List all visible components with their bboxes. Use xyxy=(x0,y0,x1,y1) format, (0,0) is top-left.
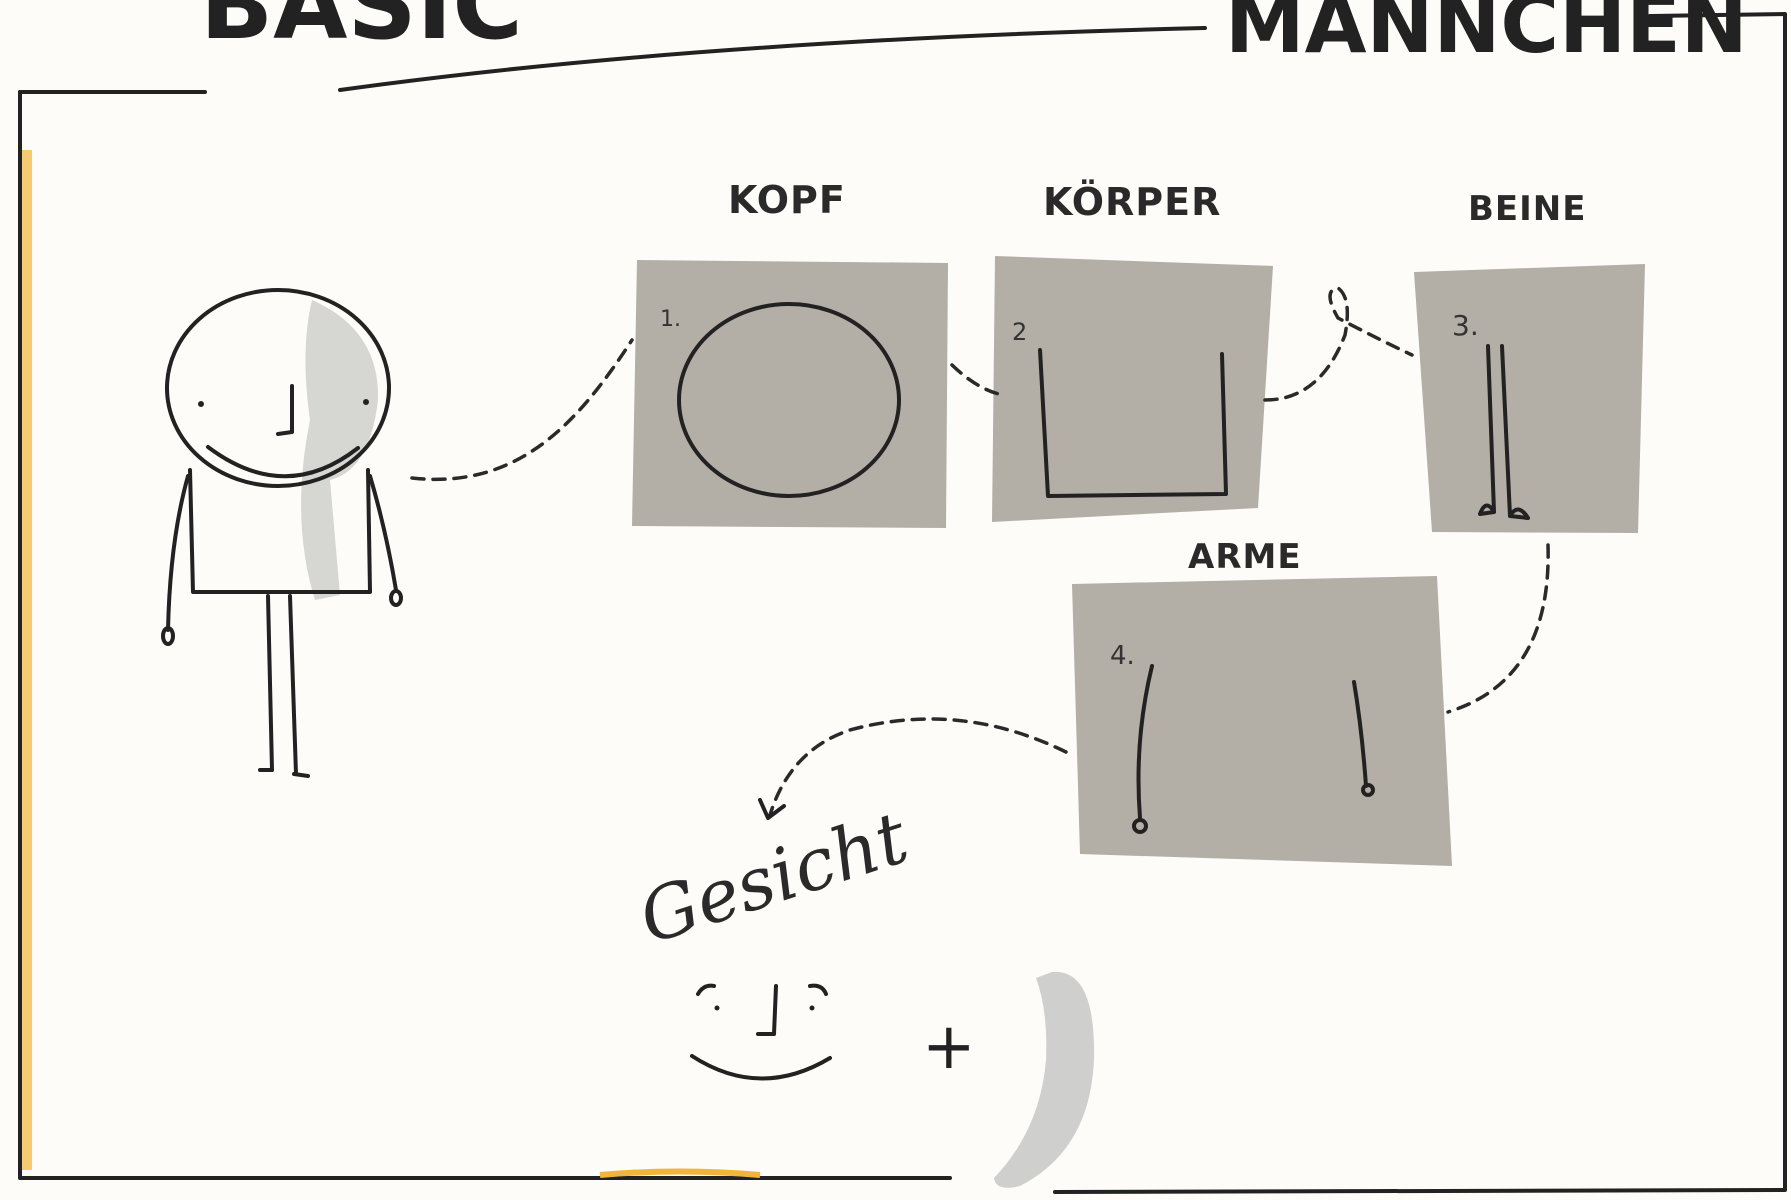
arms-shape xyxy=(1136,664,1368,820)
connector-lines xyxy=(410,286,1550,820)
step-number-1: 1. xyxy=(660,307,681,332)
step-label-kopf: KOPF xyxy=(728,178,846,222)
face-example xyxy=(690,983,832,1081)
title-left: BASIC xyxy=(200,0,523,61)
step-label-beine: BEINE xyxy=(1468,189,1586,229)
panel-koerper: 2 xyxy=(992,256,1273,522)
panel-beine: 3. xyxy=(1414,264,1645,533)
panel-arme: 4. xyxy=(1072,576,1452,866)
title-right: MÄNNCHEN xyxy=(1225,0,1748,71)
shadow-swatch xyxy=(994,971,1095,1188)
step-label-koerper: KÖRPER xyxy=(1043,180,1221,224)
plus-sign: + xyxy=(922,1010,976,1084)
page-frame xyxy=(18,12,1787,1194)
step-number-3: 3. xyxy=(1452,309,1479,342)
step-number-2: 2 xyxy=(1012,318,1027,346)
step-label-arme: ARME xyxy=(1188,537,1302,577)
step-number-4: 4. xyxy=(1110,641,1135,671)
head-circle xyxy=(677,302,901,498)
panel-kopf: 1. xyxy=(632,260,948,528)
face-label: Gesicht xyxy=(629,795,918,960)
stick-figure xyxy=(161,288,403,778)
body-shape xyxy=(1038,348,1228,498)
legs-shape xyxy=(1478,344,1530,520)
